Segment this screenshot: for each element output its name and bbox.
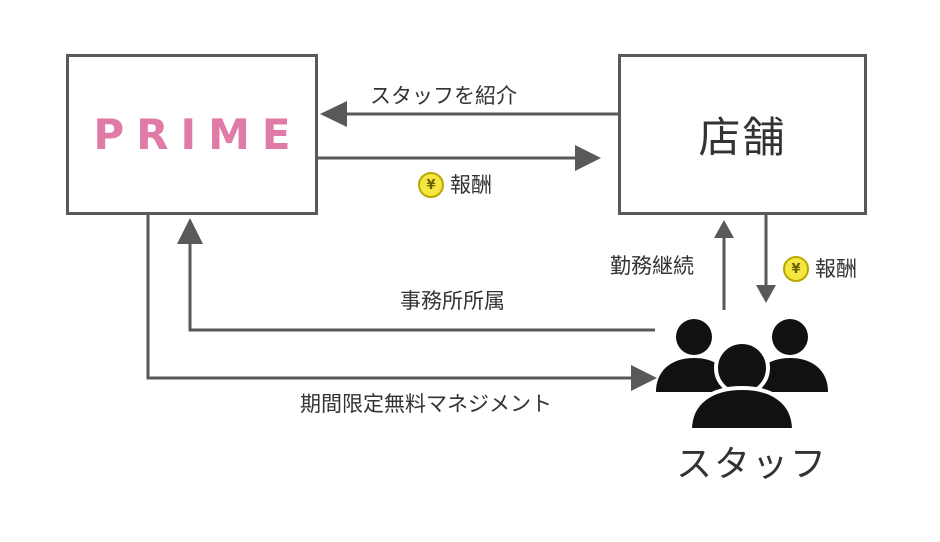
fee-to-prime-label-group: ¥ 報酬 [418,172,492,198]
store-label: 店舗 [698,113,787,162]
prime-logo: PRIME [93,110,303,159]
introduce-staff-label: スタッフを紹介 [370,84,517,108]
free-management-label: 期間限定無料マネジメント [300,392,552,416]
fee-to-staff-label-group: ¥ 報酬 [783,256,857,282]
office-affiliation-label: 事務所所属 [400,289,505,313]
arrow-free-management [146,215,632,380]
arrowhead-introduce-staff [320,101,347,127]
prime-node: PRIME [66,54,318,215]
fee-to-prime-label: 報酬 [450,172,492,197]
arrowhead-office-affiliation [177,218,203,244]
arrowhead-fee-to-staff [756,285,776,303]
fee-to-staff-label: 報酬 [815,256,857,281]
yen-coin-icon: ¥ [783,256,809,282]
people-group-icon [656,319,828,432]
arrowhead-continued-work [714,220,734,238]
arrowhead-free-management [631,365,657,391]
yen-coin-icon: ¥ [418,172,444,198]
arrowhead-fee-to-prime [575,145,601,171]
staff-label: スタッフ [676,444,829,485]
store-node: 店舗 [618,54,867,215]
arrow-office-affiliation [188,240,655,332]
continued-work-label: 勤務継続 [610,254,694,278]
